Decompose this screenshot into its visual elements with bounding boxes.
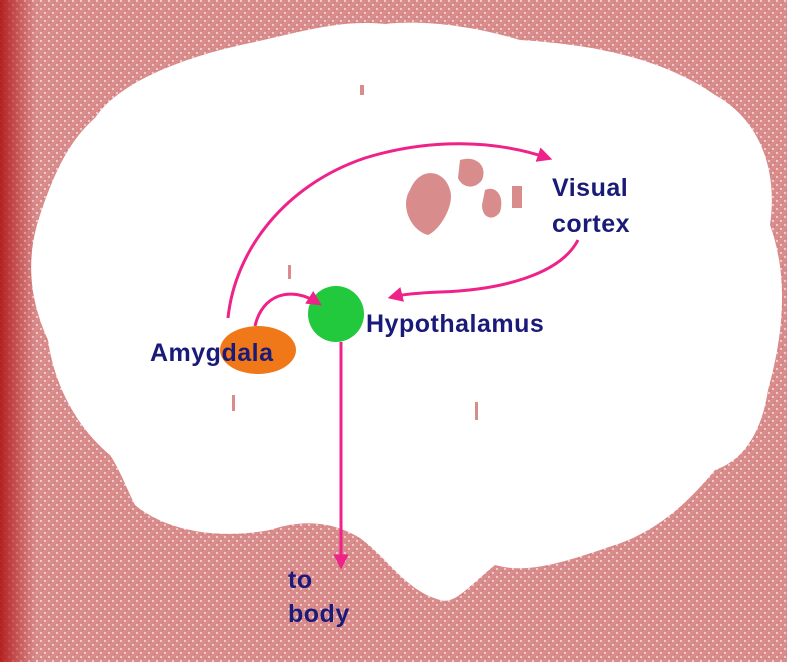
visual-cortex-label-line2: cortex bbox=[552, 210, 630, 238]
hypothalamus-icon bbox=[308, 286, 364, 342]
hypothalamus-label: Hypothalamus bbox=[366, 310, 544, 338]
to-body-label-line2: body bbox=[288, 600, 350, 628]
visual-cortex-label-line1: Visual bbox=[552, 174, 628, 202]
background-left-edge bbox=[0, 0, 36, 662]
amygdala-label: Amygdala bbox=[150, 339, 274, 367]
to-body-label-line1: to bbox=[288, 566, 313, 594]
